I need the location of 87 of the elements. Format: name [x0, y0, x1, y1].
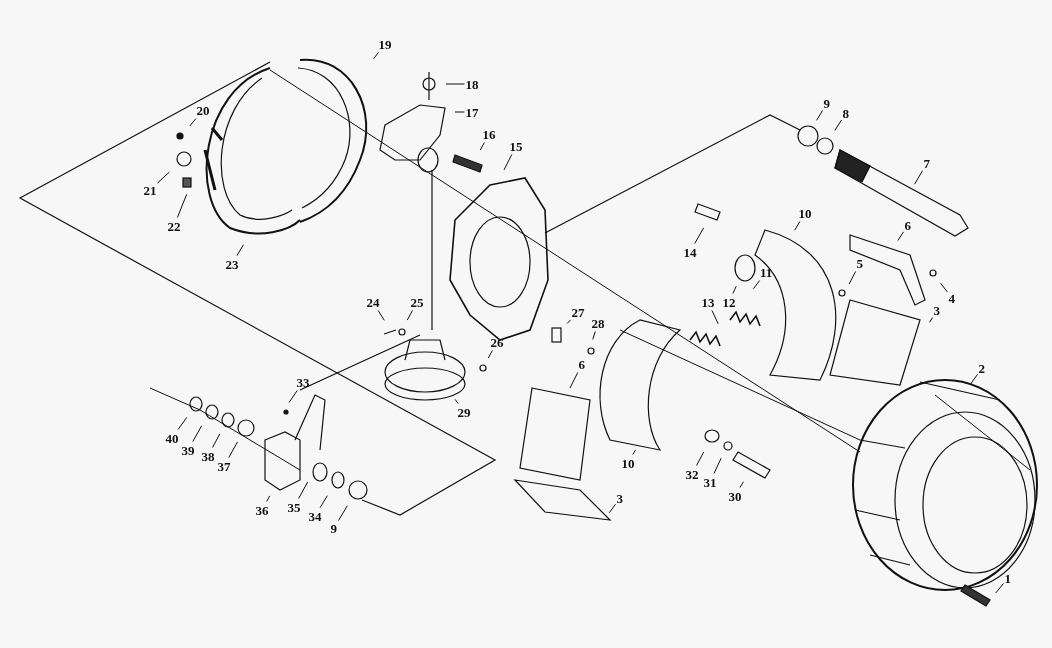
leader-line: [445, 83, 465, 85]
leader-line: [752, 280, 761, 290]
callout-number: 12: [722, 294, 736, 310]
leader-line: [157, 171, 170, 184]
callout-number: 24: [366, 294, 380, 310]
callout-number: 15: [509, 138, 523, 154]
callout-number: 11: [760, 264, 773, 280]
callout-number: 37: [217, 458, 231, 474]
leader-line: [969, 373, 978, 386]
leader-line: [848, 271, 857, 285]
callout-number: 29: [457, 404, 471, 420]
leader-line: [694, 227, 705, 244]
leader-line: [713, 457, 722, 474]
leader-line: [592, 331, 596, 340]
callout-number: 38: [201, 448, 215, 464]
callout-number: 39: [181, 442, 195, 458]
callout-number: 3: [933, 302, 940, 318]
leader-line: [177, 416, 188, 430]
leader-line: [266, 495, 271, 502]
leader-line: [454, 398, 459, 404]
callout-number: 18: [465, 76, 479, 92]
leader-line: [834, 119, 842, 131]
leader-line: [176, 193, 188, 218]
leader-line: [338, 505, 348, 521]
callout-number: 34: [308, 508, 322, 524]
callout-number: 13: [701, 294, 715, 310]
callout-number: 3: [616, 490, 623, 506]
leader-line: [288, 390, 298, 404]
leader-line: [696, 451, 705, 466]
leader-line: [406, 310, 413, 321]
callout-number: 30: [728, 488, 742, 504]
callout-number: 9: [823, 95, 830, 111]
callout-number: 40: [165, 430, 179, 446]
leader-line: [454, 111, 465, 113]
leader-line: [732, 285, 737, 294]
leader-line: [236, 244, 244, 256]
callout-number: 20: [196, 102, 210, 118]
leader-line: [189, 118, 197, 127]
callout-number: 33: [296, 374, 310, 390]
leader-line: [897, 231, 904, 241]
callout-number: 2: [978, 360, 985, 376]
leader-line: [319, 495, 328, 508]
callout-number: 10: [798, 205, 812, 221]
leader-line: [298, 481, 309, 499]
callout-number: 6: [578, 356, 585, 372]
callout-number: 16: [482, 126, 496, 142]
callout-number: 27: [571, 304, 585, 320]
callout-number: 23: [225, 256, 239, 272]
leader-line: [377, 310, 385, 321]
leader-line: [739, 481, 744, 488]
callout-number: 7: [923, 155, 930, 171]
leader-line: [914, 170, 923, 185]
leader-line: [479, 142, 485, 151]
leader-line: [373, 52, 379, 60]
callout-number: 5: [856, 255, 863, 271]
leader-line: [566, 319, 571, 324]
leader-line: [192, 425, 203, 442]
leader-line: [487, 350, 493, 359]
leader-line: [632, 449, 637, 455]
leader-line: [569, 372, 579, 389]
callout-number: 19: [378, 36, 392, 52]
leader-line: [940, 282, 948, 293]
callout-number: 32: [685, 466, 699, 482]
leader-line: [816, 110, 823, 121]
leader-line: [503, 154, 513, 171]
callout-number: 35: [287, 499, 301, 515]
leader-line: [212, 433, 221, 448]
callout-number: 14: [683, 244, 697, 260]
callout-number: 10: [621, 455, 635, 471]
leader-line: [711, 310, 719, 325]
callout-number: 31: [703, 474, 717, 490]
callout-number: 4: [948, 290, 955, 306]
callout-number: 1: [1004, 570, 1011, 586]
callout-number: 28: [591, 315, 605, 331]
leader-line: [929, 317, 933, 323]
callout-number: 17: [465, 104, 479, 120]
leader-line: [995, 583, 1004, 594]
leader-line: [228, 441, 239, 458]
callout-number: 21: [143, 182, 157, 198]
callout-number: 36: [255, 502, 269, 518]
leader-line: [794, 221, 801, 231]
callout-number: 22: [167, 218, 181, 234]
callout-number: 9: [330, 520, 337, 536]
callout-number: 8: [842, 105, 849, 121]
callout-number: 6: [904, 217, 911, 233]
callout-number: 25: [410, 294, 424, 310]
leader-line: [608, 503, 616, 514]
